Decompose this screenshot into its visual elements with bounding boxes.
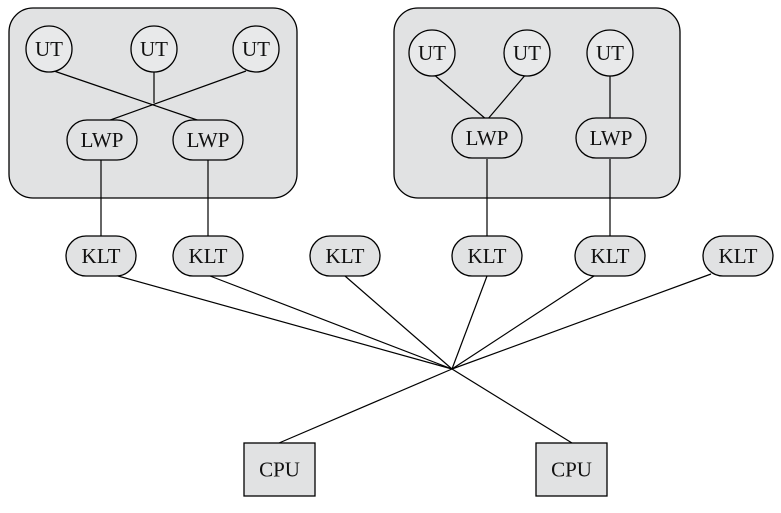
edge-klt1-hub: [117, 275, 453, 370]
klt-6: KLT: [702, 235, 774, 277]
edge-klt5-hub: [451, 275, 595, 370]
svg-text:UT: UT: [418, 41, 446, 65]
edges-hub-cpu: [278, 368, 573, 444]
edge-klt4-hub: [451, 275, 488, 370]
svg-text:CPU: CPU: [259, 458, 300, 482]
edge-klt2-hub: [209, 275, 453, 370]
edge-klt3-hub: [344, 275, 453, 370]
svg-text:KLT: KLT: [719, 244, 758, 268]
svg-text:LWP: LWP: [187, 128, 230, 152]
lwp-1: LWP: [66, 119, 138, 161]
edge-hub-cpu1: [278, 368, 453, 444]
svg-text:UT: UT: [35, 37, 63, 61]
svg-text:UT: UT: [140, 37, 168, 61]
svg-text:KLT: KLT: [468, 244, 507, 268]
user-thread-4: UT: [408, 29, 456, 77]
lwp-3: LWP: [451, 117, 523, 159]
edges-klt-hub: [117, 273, 712, 370]
edges-ut-lwp-left: [53, 70, 247, 124]
edge-ut1-lwp2: [53, 70, 207, 124]
cpu-1: CPU: [243, 442, 316, 497]
user-thread-2: UT: [130, 25, 178, 73]
lwp-4: LWP: [575, 117, 647, 159]
edges-lwp-klt: [100, 159, 611, 236]
svg-text:UT: UT: [513, 41, 541, 65]
klt-3: KLT: [309, 235, 381, 277]
svg-text:KLT: KLT: [326, 244, 365, 268]
edge-ut3-lwp1: [101, 70, 247, 124]
svg-text:CPU: CPU: [551, 458, 592, 482]
edge-hub-cpu2: [451, 368, 573, 444]
edge-ut5-lwp3: [486, 72, 528, 121]
user-thread-1: UT: [25, 25, 73, 73]
edges-ut-lwp-right: [431, 72, 611, 121]
svg-text:LWP: LWP: [81, 128, 124, 152]
cpu-2: CPU: [535, 442, 608, 497]
klt-1: KLT: [65, 235, 137, 277]
svg-text:KLT: KLT: [591, 244, 630, 268]
klt-5: KLT: [574, 235, 646, 277]
svg-text:LWP: LWP: [590, 126, 633, 150]
klt-2: KLT: [172, 235, 244, 277]
svg-text:KLT: KLT: [189, 244, 228, 268]
svg-text:UT: UT: [596, 41, 624, 65]
user-thread-3: UT: [232, 25, 280, 73]
svg-text:LWP: LWP: [466, 126, 509, 150]
klt-4: KLT: [451, 235, 523, 277]
svg-text:UT: UT: [242, 37, 270, 61]
lwp-2: LWP: [172, 119, 244, 161]
edge-klt6-hub: [451, 273, 712, 370]
svg-text:KLT: KLT: [82, 244, 121, 268]
user-thread-5: UT: [503, 29, 551, 77]
edge-ut4-lwp3: [431, 72, 488, 121]
user-thread-6: UT: [586, 29, 634, 77]
